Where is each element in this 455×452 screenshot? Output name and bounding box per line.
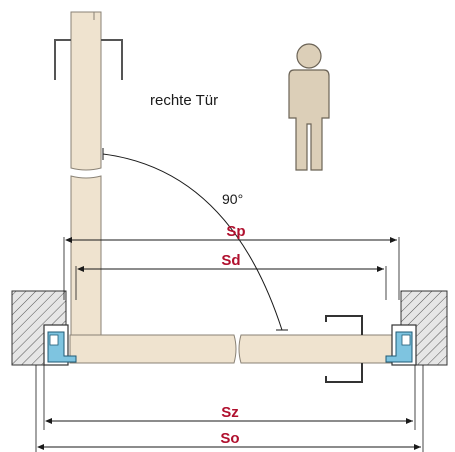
person-icon bbox=[288, 43, 330, 171]
dimension-sd bbox=[75, 266, 387, 300]
label-sp: Sp bbox=[226, 223, 245, 240]
label-sz: Sz bbox=[221, 404, 239, 421]
left-frame-profile bbox=[43, 324, 77, 366]
dimension-sz bbox=[43, 365, 416, 430]
dimension-so bbox=[35, 365, 424, 452]
dimension-sp bbox=[63, 237, 400, 300]
angle-label: 90° bbox=[222, 191, 243, 207]
door-handle-icon bbox=[325, 315, 363, 383]
door-handle-icon bbox=[54, 39, 123, 80]
swing-arc bbox=[102, 148, 288, 331]
door-leaf-closed bbox=[69, 334, 393, 364]
label-so: So bbox=[220, 430, 239, 447]
label-sd: Sd bbox=[221, 252, 240, 269]
right-frame-profile bbox=[385, 324, 417, 366]
caption-right-door: rechte Tür bbox=[150, 92, 219, 109]
door-leaf-open bbox=[70, 11, 102, 341]
